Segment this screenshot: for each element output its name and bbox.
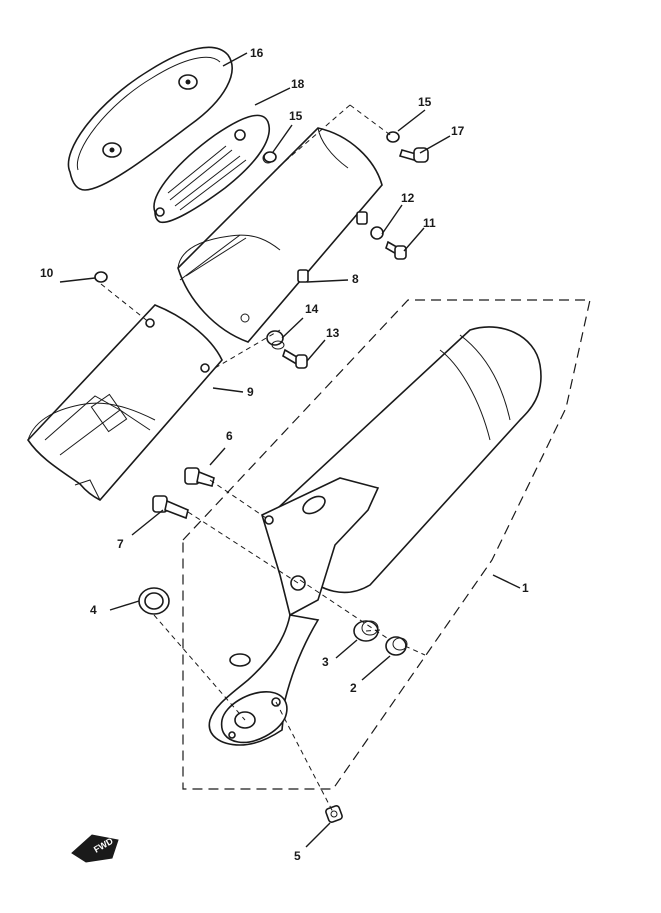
part-13-bolt (282, 348, 308, 369)
label-part-18: 18 (291, 77, 305, 91)
part-14-collar (266, 330, 285, 350)
leader-lines (59, 52, 521, 848)
part-3-sleeve (353, 620, 379, 642)
part-10-nut (94, 271, 108, 283)
label-part-7: 7 (117, 537, 124, 551)
label-part-14: 14 (305, 302, 319, 316)
label-part-10: 10 (40, 266, 54, 280)
label-part-1: 1 (522, 581, 529, 595)
label-part-15-shield: 15 (289, 109, 303, 123)
label-part-15-top: 15 (418, 95, 432, 109)
label-part-8: 8 (352, 272, 359, 286)
part-11-bolt (385, 240, 407, 260)
part-16-cover-plate (67, 46, 233, 191)
label-part-4: 4 (90, 603, 97, 617)
assembly-lines (100, 104, 426, 815)
part-2-cap (385, 636, 408, 656)
label-part-12: 12 (401, 191, 415, 205)
part-7-bolt (152, 495, 189, 520)
label-part-3: 3 (322, 655, 329, 669)
label-part-13: 13 (326, 326, 340, 340)
label-part-16: 16 (250, 46, 264, 60)
forward-arrow-icon: FWD (71, 834, 119, 863)
label-part-5: 5 (294, 849, 301, 863)
part-9-lower-shield (26, 304, 223, 501)
part-4-gasket (138, 587, 170, 615)
label-part-11: 11 (423, 216, 436, 230)
label-part-2: 2 (350, 681, 357, 695)
part-18-heat-plate (153, 114, 270, 224)
part-12-washer (370, 226, 384, 240)
label-part-9: 9 (247, 385, 254, 399)
part-1-muffler-assembly (208, 326, 542, 746)
part-17-screw (398, 147, 429, 163)
part-5-nut (325, 805, 343, 823)
label-part-17: 17 (451, 124, 465, 138)
part-6-bolt (184, 467, 215, 487)
label-part-6: 6 (226, 429, 233, 443)
part-15-washer-shield (263, 151, 277, 163)
part-8-heat-protector (177, 127, 383, 343)
part-1-boundary-dashed (182, 299, 591, 790)
